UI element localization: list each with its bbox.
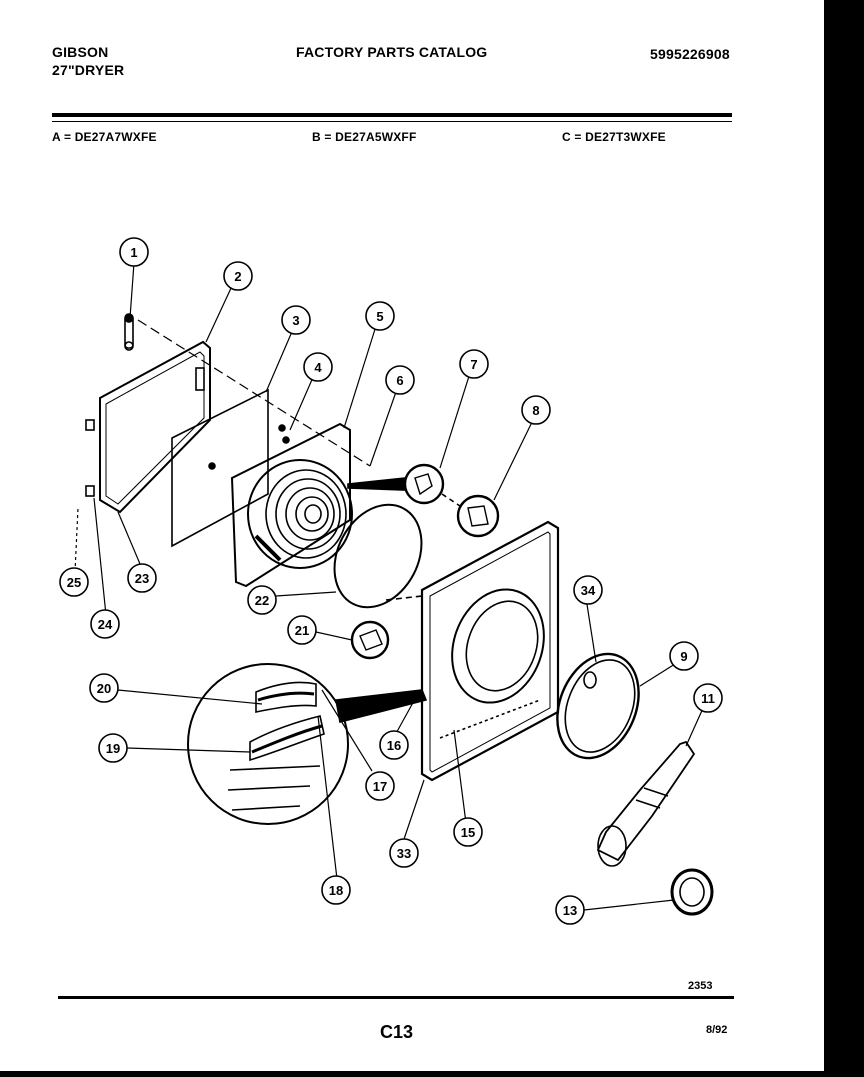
- callout-label: 23: [135, 571, 149, 586]
- door-seal-ring: [333, 503, 423, 609]
- callout-label: 7: [470, 357, 477, 372]
- catalog-page: GIBSON 27"DRYER FACTORY PARTS CATALOG 59…: [52, 44, 734, 1042]
- header-rule-thin: [52, 121, 732, 122]
- door-catch-detail: [347, 463, 445, 505]
- diagram-number: 2353: [688, 980, 713, 992]
- callout-label: 1: [130, 245, 137, 260]
- callout-label: 34: [581, 583, 596, 598]
- model-a: A = DE27A7WXFE: [52, 130, 157, 144]
- callout-label: 19: [106, 741, 120, 756]
- product-name: 27"DRYER: [52, 62, 125, 78]
- outer-door-panel: [85, 340, 211, 514]
- door-trim-ring: [556, 652, 640, 760]
- callout-label: 20: [97, 681, 111, 696]
- switch-actuator-detail: [350, 620, 390, 660]
- callout-label: 9: [680, 649, 687, 664]
- catalog-number: 5995226908: [650, 46, 730, 62]
- scan-edge-bottom: [0, 1071, 864, 1077]
- callout-circles: [59, 237, 723, 925]
- callout-label: 22: [255, 593, 269, 608]
- model-c: C = DE27T3WXFE: [562, 130, 666, 144]
- callout-label: 6: [396, 373, 403, 388]
- front-door-frame: [385, 520, 560, 782]
- lint-screen-panel: [230, 422, 353, 588]
- footer-rule: [58, 996, 734, 999]
- callout-label: 24: [98, 617, 113, 632]
- magnified-detail-view: [187, 663, 428, 825]
- callout-label: 11: [701, 691, 715, 706]
- callout-label: 2: [234, 269, 241, 284]
- bumper-ring: [670, 868, 714, 916]
- exploded-parts-diagram: 1 2 3 4 5 6 7 8 9 11 13 15 16 17 18 19 2…: [59, 237, 723, 925]
- callout-label: 25: [67, 575, 81, 590]
- hinge-bracket: [596, 740, 696, 867]
- callout-label: 18: [329, 883, 343, 898]
- page-code: C13: [380, 1022, 414, 1042]
- callout-label: 21: [295, 623, 309, 638]
- callout-label: 3: [292, 313, 299, 328]
- callout-label: 13: [563, 903, 577, 918]
- scan-edge-right: [824, 0, 864, 1077]
- leader-lines: [74, 262, 705, 911]
- callout-label: 5: [376, 309, 383, 324]
- door-strike-detail: [441, 493, 500, 538]
- revision-date: 8/92: [706, 1024, 728, 1036]
- callout-label: 4: [314, 360, 322, 375]
- catalog-title: FACTORY PARTS CATALOG: [296, 44, 488, 60]
- callout-label: 17: [373, 779, 387, 794]
- inner-door-liner: [171, 388, 269, 548]
- callout-label: 8: [532, 403, 539, 418]
- callout-label: 16: [387, 738, 401, 753]
- hinge-pin-part: [124, 313, 134, 351]
- header-rule: [52, 113, 732, 117]
- model-b: B = DE27A5WXFF: [312, 130, 417, 144]
- callout-label: 33: [397, 846, 411, 861]
- callout-labels: 1 2 3 4 5 6 7 8 9 11 13 15 16 17 18 19 2…: [67, 245, 715, 918]
- brand-name: GIBSON: [52, 44, 109, 60]
- screw-part: [278, 424, 286, 432]
- callout-label: 15: [461, 825, 475, 840]
